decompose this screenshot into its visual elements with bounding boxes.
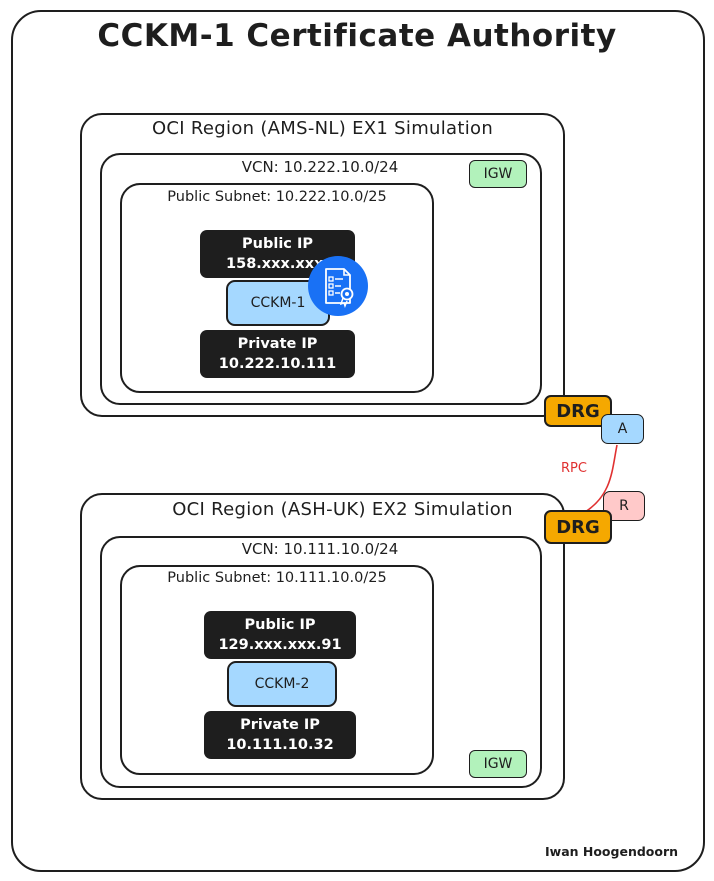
diagram-frame (11, 10, 705, 872)
igw-ash-uk: IGW (469, 750, 527, 778)
region-ash-uk-title: OCI Region (ASH-UK) EX2 Simulation (172, 499, 513, 520)
private-ip-label: Private IP (237, 336, 318, 352)
drg-ams-nl: DRG (544, 395, 612, 427)
region-ams-nl-title: OCI Region (AMS-NL) EX1 Simulation (151, 118, 494, 139)
private-ip-box-cckm-1: Private IP 10.222.10.111 (200, 330, 355, 378)
vcn-ash-uk (100, 536, 542, 788)
public-ip-box-cckm-1: Public IP 158.xxx.xxx. (200, 230, 355, 278)
drg-ash-uk: DRG (544, 510, 612, 544)
subnet-ams-nl (120, 183, 434, 393)
region-ams-nl (80, 113, 565, 417)
subnet-ash-uk (120, 565, 434, 775)
public-ip-value: 158.xxx.xxx. (226, 256, 329, 272)
private-ip-value: 10.111.10.32 (226, 737, 334, 753)
rpc-label: RPC (561, 461, 587, 476)
igw-ams-nl: IGW (469, 160, 527, 188)
author-credit: Iwan Hoogendoorn (545, 844, 679, 859)
public-ip-label: Public IP (244, 617, 316, 633)
private-ip-box-cckm-2: Private IP 10.111.10.32 (204, 711, 356, 759)
drg-attachment-a: A (601, 414, 644, 444)
subnet-ams-nl-label: Public Subnet: 10.222.10.0/25 (167, 189, 387, 205)
private-ip-value: 10.222.10.111 (218, 356, 337, 372)
vcn-ams-nl-label: VCN: 10.222.10.0/24 (241, 158, 399, 176)
certificate-authority-icon (307, 255, 369, 317)
public-ip-box-cckm-2: Public IP 129.xxx.xxx.91 (204, 611, 356, 659)
public-ip-value: 129.xxx.xxx.91 (218, 637, 342, 653)
vcn-ash-uk-label: VCN: 10.111.10.0/24 (241, 540, 399, 558)
region-ash-uk (80, 493, 565, 800)
diagram-title: CCKM-1 Certificate Authority (97, 18, 617, 54)
public-ip-label: Public IP (242, 236, 313, 252)
node-cckm-1: CCKM-1 (226, 280, 330, 326)
private-ip-label: Private IP (240, 717, 320, 733)
vcn-ams-nl (100, 153, 542, 405)
subnet-ash-uk-label: Public Subnet: 10.111.10.0/25 (167, 570, 387, 586)
node-cckm-2: CCKM-2 (227, 661, 337, 707)
